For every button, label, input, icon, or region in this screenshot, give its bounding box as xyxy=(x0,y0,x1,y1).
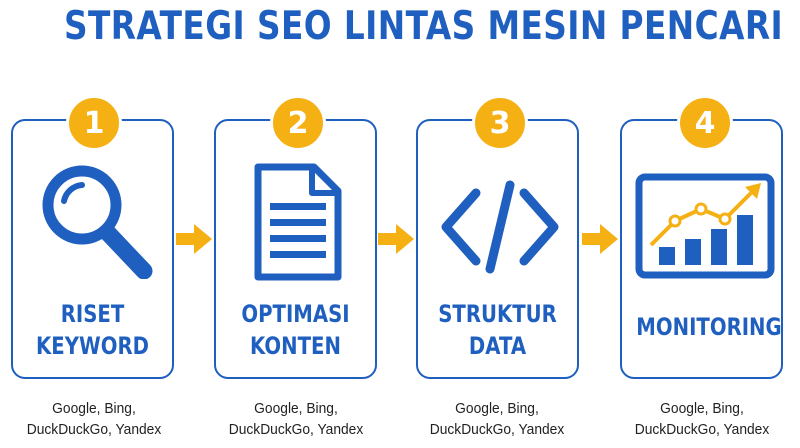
step-label-line-2: KEYWORD xyxy=(36,332,149,360)
step-caption-4: Google, Bing, DuckDuckGo, Yandex xyxy=(619,398,785,440)
step-label-line-1: RISET xyxy=(60,300,125,328)
document-icon xyxy=(254,163,342,281)
step-card-1: RISET KEYWORD xyxy=(11,119,174,379)
step-label-line-1: MONITORING xyxy=(636,313,782,341)
caption-line: Google, Bing, xyxy=(52,400,136,417)
step-card-4: MONITORING xyxy=(620,119,783,379)
step-number-badge-1: 1 xyxy=(66,95,122,151)
step-caption-1: Google, Bing, DuckDuckGo, Yandex xyxy=(11,398,177,440)
code-icon xyxy=(441,180,559,274)
caption-line: Google, Bing, xyxy=(660,400,744,417)
caption-line: DuckDuckGo, Yandex xyxy=(26,421,162,438)
step-number-badge-2: 2 xyxy=(270,95,326,151)
step-label-line-2: KONTEN xyxy=(250,332,341,360)
step-card-2: OPTIMASI KONTEN xyxy=(214,119,377,379)
arrow-right-icon xyxy=(582,224,618,254)
step-label-line-1: OPTIMASI xyxy=(241,300,350,328)
arrow-right-icon xyxy=(176,224,212,254)
step-number-badge-4: 4 xyxy=(677,95,733,151)
magnifier-icon xyxy=(42,165,153,279)
step-number-badge-3: 3 xyxy=(472,95,528,151)
step-label-line-1: STRUKTUR xyxy=(438,300,557,328)
step-card-3: STRUKTUR DATA xyxy=(416,119,579,379)
caption-line: Google, Bing, xyxy=(254,400,338,417)
chart-monitor-icon xyxy=(635,173,775,279)
step-caption-3: Google, Bing, DuckDuckGo, Yandex xyxy=(414,398,580,440)
caption-line: DuckDuckGo, Yandex xyxy=(429,421,565,438)
arrow-right-icon xyxy=(378,224,414,254)
caption-line: DuckDuckGo, Yandex xyxy=(228,421,364,438)
page-title: STRATEGI SEO LINTAS MESIN PENCARI xyxy=(64,4,784,49)
step-label-line-2: DATA xyxy=(468,332,527,360)
caption-line: Google, Bing, xyxy=(455,400,539,417)
step-caption-2: Google, Bing, DuckDuckGo, Yandex xyxy=(213,398,379,440)
caption-line: DuckDuckGo, Yandex xyxy=(634,421,770,438)
